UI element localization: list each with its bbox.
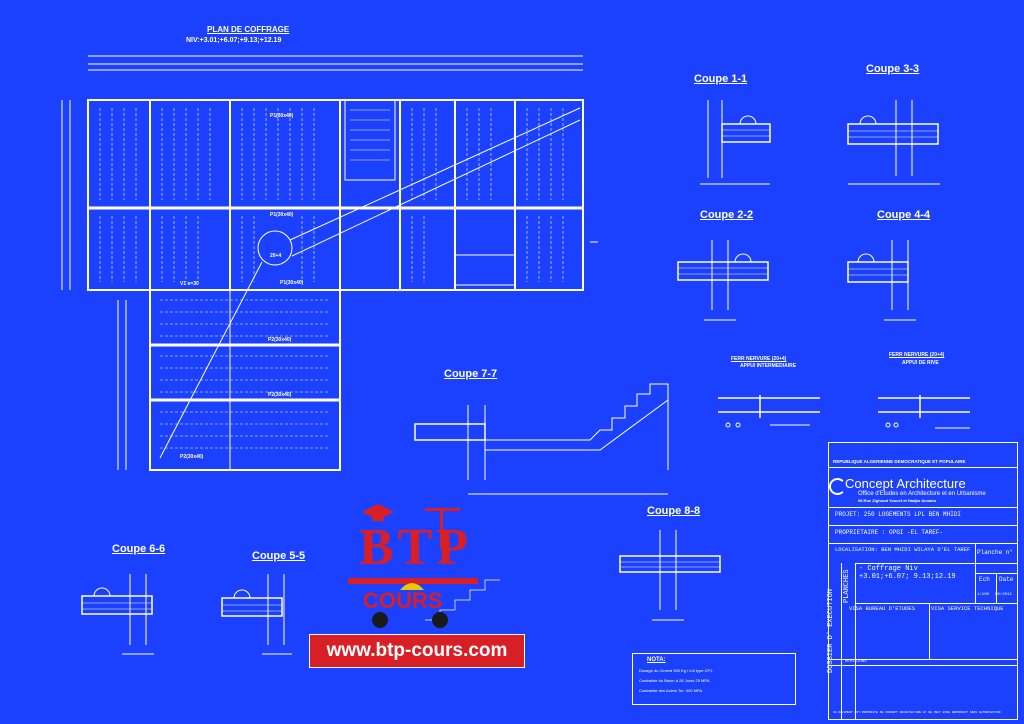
cartouche-ech: Ech [979,576,990,583]
section-title-6-6: Coupe 6-6 [112,543,166,555]
cartouche-revisions: REVISIONS [845,660,867,664]
logo-url: www.btp-cours.com [309,634,525,668]
logo-letters: BTP [359,519,473,576]
section-title-2-2: Coupe 2-2 [700,209,754,221]
cartouche-office: Office d'Etudes en Architecture et en Ur… [858,491,986,497]
plan-subtitle: NIV:+3.01;+6.07;+9.13;+12.19 [186,37,282,44]
beam-label: V1 e=30 [180,281,199,287]
section-title-4-4: Coupe 4-4 [877,209,931,221]
plan-title: PLAN DE COFFRAGE [207,25,290,34]
cartouche-designation: - Coffrage Niv +3.01;+6.07; 9.13;12.19 [859,565,956,581]
nota-line: Dosage du Ciment 350 Kg / m3 type CPJ. [639,668,714,673]
section-title-5-5: Coupe 5-5 [252,550,306,562]
cartouche-projet: PROJET: 250 LOGEMENTS LPL BEN MHIDI [835,511,962,518]
section-title-7-7: Coupe 7-7 [444,368,498,380]
fer-b-sub: APPUI DE RIVE [902,360,939,366]
beam-label: P2(30x40) [180,454,204,460]
cartouche-ech-value: 1/100 [977,593,990,597]
btp-cours-logo: BTP COURS [349,500,489,625]
beam-label: P1(30x40) [280,280,304,286]
beam-label: P2(30x40) [268,392,292,398]
fer-b-title: FERR NERVURE (20+4) [889,352,945,358]
cartouche-date: Date [999,576,1014,583]
cartouche-visa-st: VISA SERVICE TECHNIQUE [931,605,1004,612]
cartouche-visa-be: VISA BUREAU D'ETUDES [849,605,916,612]
beam-label: P2(30x40) [268,337,292,343]
cartouche-date-value: 08/2012 [995,593,1012,597]
cartouche-dossier: DOSSIER D' EXECUTION [827,588,835,673]
cartouche-brand: Concept Architecture [845,476,966,491]
btp-logo-graphic [348,504,478,628]
section-title-8-8: Coupe 8-8 [647,505,701,517]
cartouche-footer: CE DOCUMENT EST PROPRIETE DE CONCEPT ARC… [833,711,1001,714]
cartouche-republic: REPUBLIQUE ALGERIENNE DEMOCRATIQUE ET PO… [833,459,966,464]
fer-a-sub: APPUI INTERMEDIAIRE [740,363,797,369]
beam-label: P1(30x40) [270,212,294,218]
cartouche-localisation: LOCALISATION: BEN MHIDI WILAYA D'EL TARE… [835,546,971,553]
fer-a-title: FERR NERVURE (20+4) [731,356,787,362]
cartouche-planche-n: Planche n° [977,549,1014,556]
nota-line: Contrainte des Aciers Tor: 400 MPA. [639,688,704,693]
brand-logo-icon [829,478,846,495]
section-title-3-3: Coupe 3-3 [866,63,920,75]
section-title-1-1: Coupe 1-1 [694,73,748,85]
logo-word: COURS [363,588,443,613]
detail-label: 20+4 [270,253,282,259]
title-block: REPUBLIQUE ALGERIENNE DEMOCRATIQUE ET PO… [827,442,1018,720]
cartouche-address: 98 Rue Zighoud Youcef et Hadjar Annaba [858,498,936,503]
cartouche-proprietaire: PROPRIETAIRE : OPGI -EL TAREF- [835,529,944,536]
beam-label: P1(30x40) [270,113,294,119]
nota-box: NOTA: Dosage du Ciment 350 Kg / m3 type … [632,653,796,705]
nota-label: NOTA: [647,657,666,663]
nota-line: Contrainte du Beton à 28 Jours 25 MPA. [639,678,711,683]
cartouche-planches: PLANCHES [843,569,851,603]
